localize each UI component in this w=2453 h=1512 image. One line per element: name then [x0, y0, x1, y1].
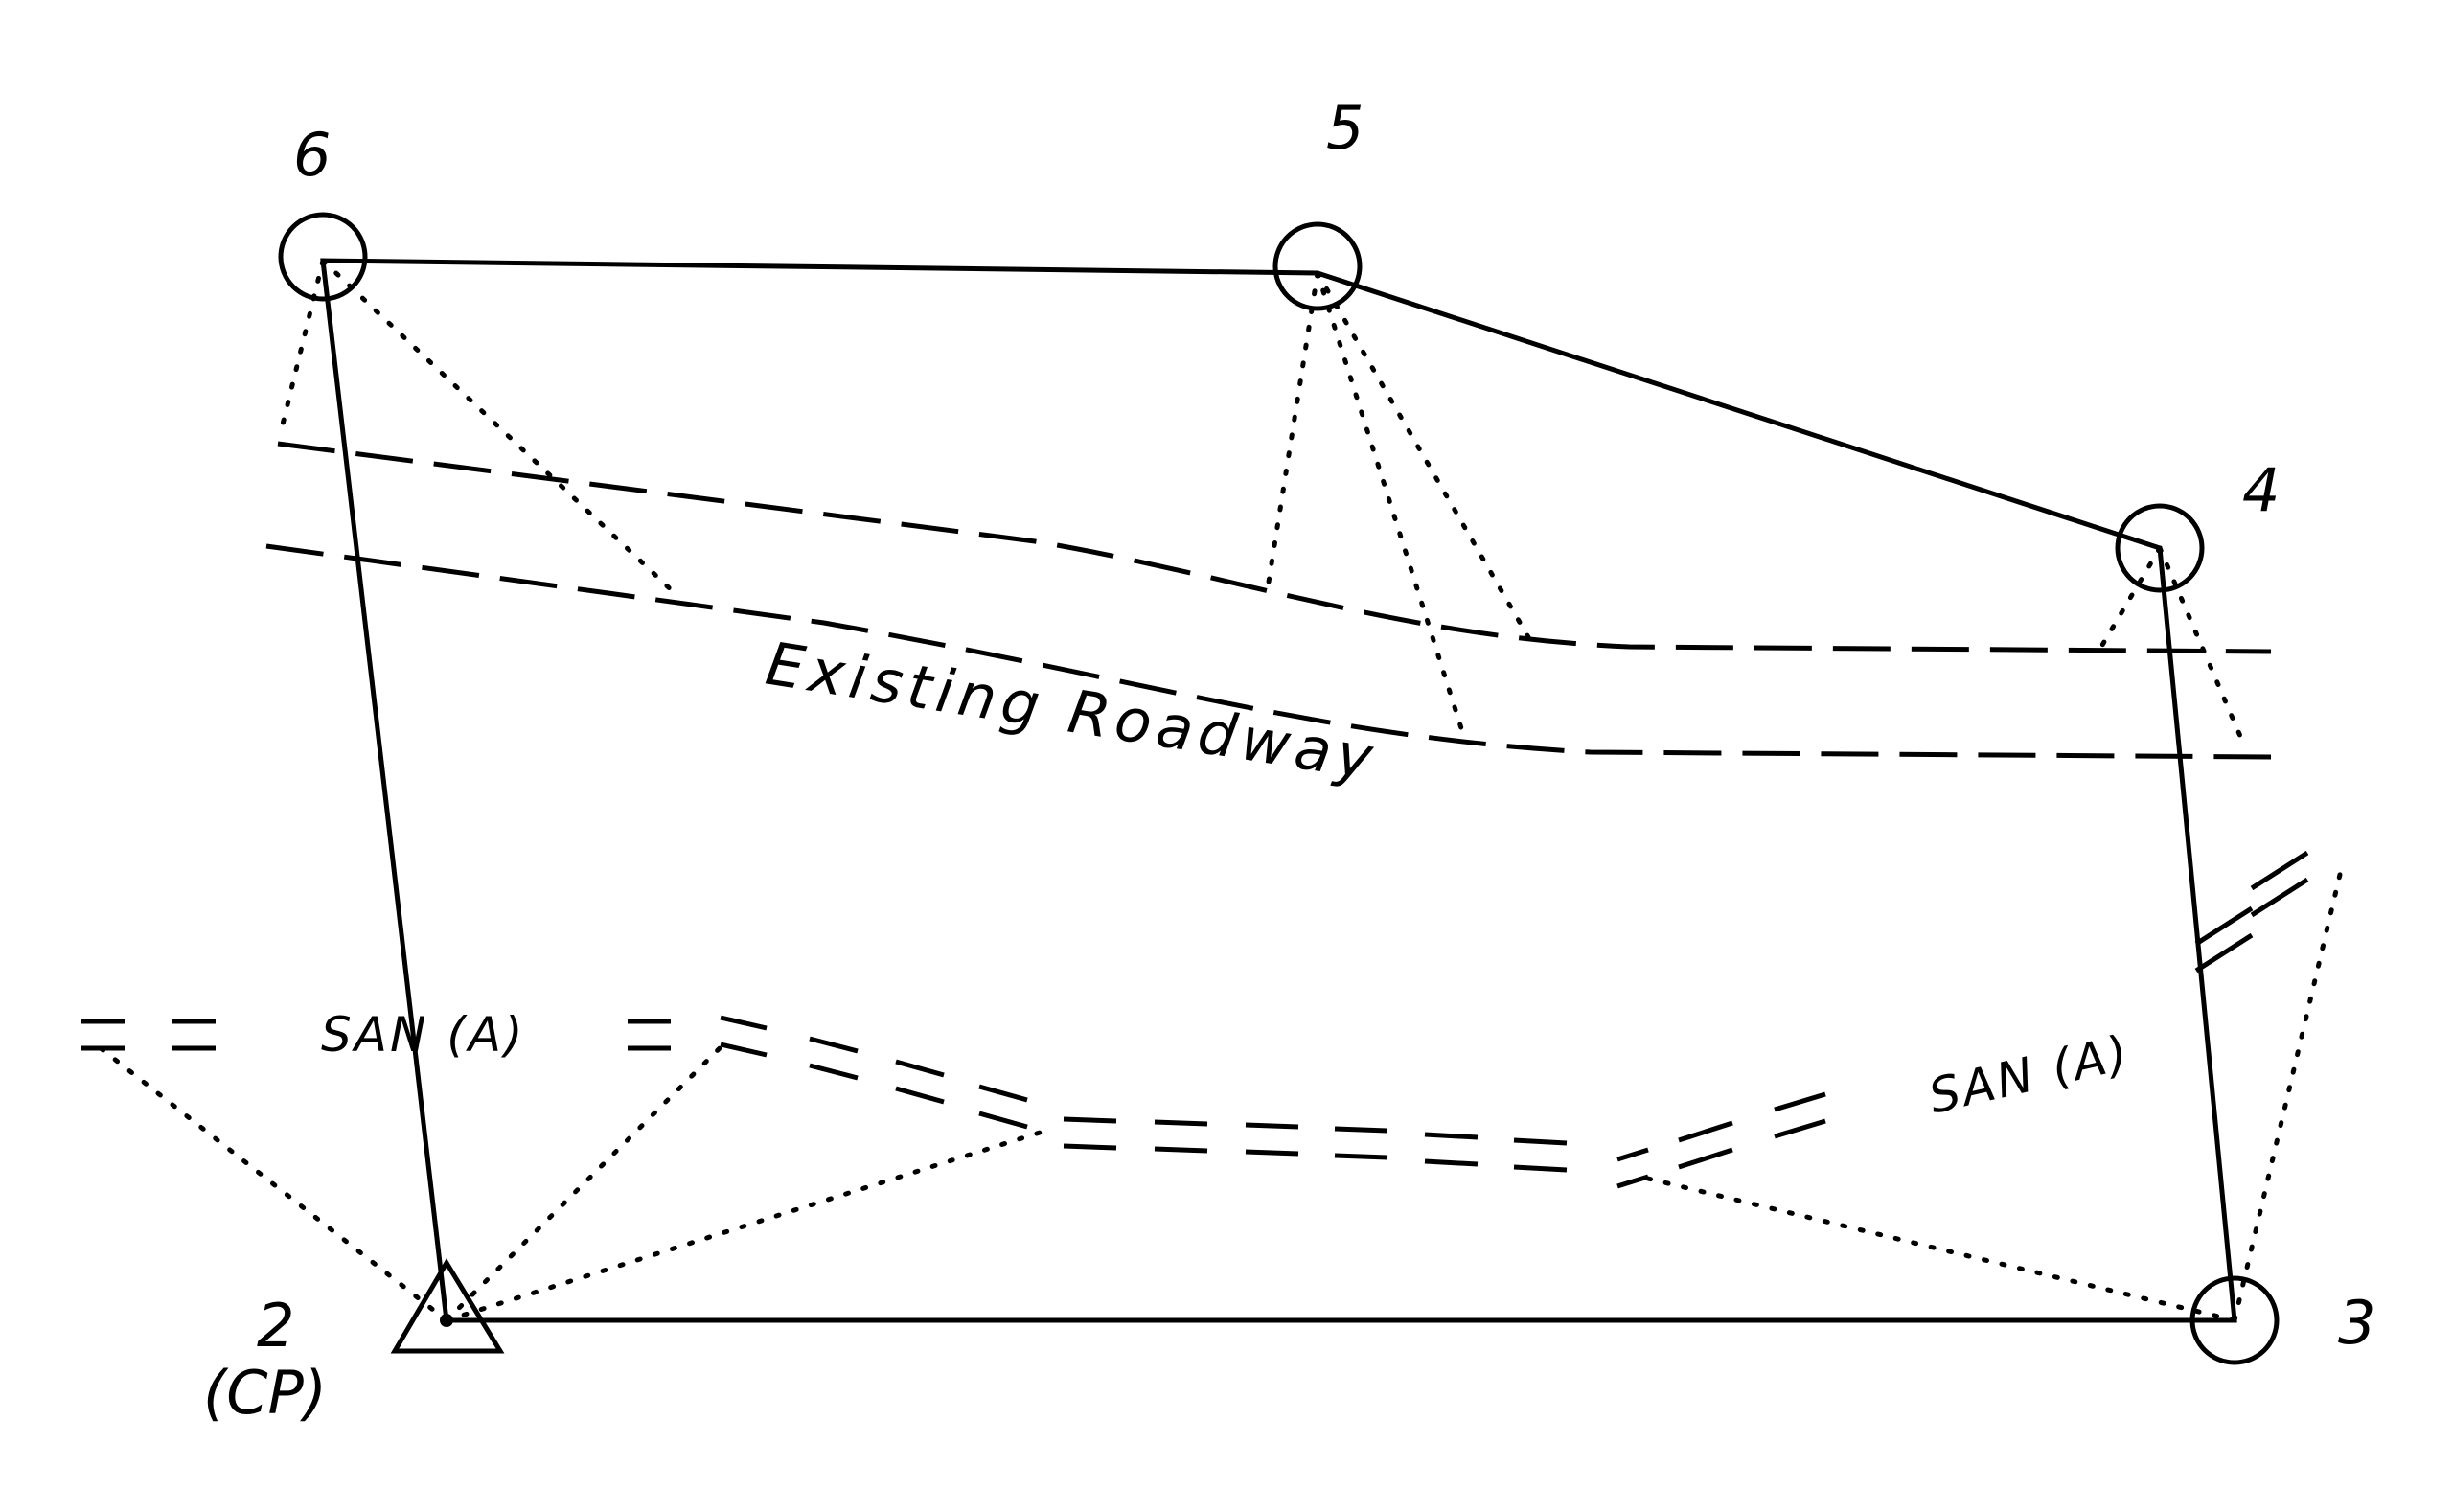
point-2-subtitle-label: (CP) [203, 1358, 327, 1428]
roadway-label: Existing Roadway [762, 629, 1384, 794]
san-dash [2250, 850, 2309, 891]
existing-roadway [265, 441, 2272, 760]
san-dash [1154, 1146, 1208, 1154]
station-6-circle-icon [278, 212, 368, 302]
point-5-label: 5 [1326, 93, 1364, 163]
point-6-label: 6 [293, 120, 331, 190]
sight-line [444, 1042, 726, 1323]
san-dash [978, 1084, 1028, 1103]
san-dash [2194, 932, 2254, 974]
san-dash [1513, 1164, 1568, 1173]
san-dash [1774, 1118, 1826, 1139]
roadway-edge-south [265, 543, 2272, 760]
sight-lines [93, 258, 2346, 1323]
san-dash [1245, 1149, 1299, 1157]
station-markers [278, 212, 2280, 1365]
station-3-circle-icon [2189, 1275, 2280, 1365]
san-dash [1334, 1153, 1388, 1160]
san-dash [2250, 877, 2309, 918]
san-dash [895, 1059, 945, 1078]
sanitary-line [81, 850, 2309, 1189]
san-dash [1245, 1122, 1299, 1130]
san-right-label: SAN (A) [1924, 1024, 2136, 1125]
traverse-boundary [320, 258, 2237, 1323]
point-2-label: 2 [257, 1291, 294, 1361]
sight-line [320, 258, 678, 597]
sight-line [444, 1130, 1043, 1323]
labels: 6 5 4 3 2 (CP) Existing Roadway SAN (A) … [203, 93, 2375, 1428]
point-4-label: 4 [2242, 455, 2280, 525]
san-dash [978, 1111, 1028, 1130]
san-dash [1424, 1132, 1479, 1140]
station-5-circle-icon [1272, 221, 1363, 311]
sight-line [2232, 859, 2346, 1323]
sight-line [1645, 1176, 2237, 1323]
san-dash [1063, 1143, 1117, 1151]
san-dash [1154, 1119, 1208, 1127]
san-dash [720, 1015, 768, 1031]
roadway-edge-north [277, 441, 2272, 654]
san-dash [1063, 1116, 1117, 1124]
point-3-label: 3 [2338, 1288, 2375, 1358]
san-dash [1678, 1120, 1733, 1143]
control-point-triangle-icon [390, 1258, 505, 1354]
sight-line [2157, 545, 2248, 750]
san-dash [895, 1086, 945, 1105]
sight-line [1315, 270, 1531, 640]
sight-line [2096, 545, 2163, 654]
san-dash [809, 1063, 859, 1081]
san-dash [1513, 1137, 1568, 1146]
control-point-dot-icon [440, 1314, 453, 1327]
san-dash [1334, 1126, 1388, 1134]
san-dash [1678, 1147, 1733, 1170]
sight-line [1315, 270, 1464, 731]
sight-line [93, 1042, 449, 1323]
san-dash [1616, 1147, 1649, 1162]
san-dash [2194, 905, 2254, 947]
san-dash [1616, 1174, 1649, 1189]
san-left-label: SAN (A) [321, 1007, 525, 1063]
san-dash [1424, 1158, 1479, 1167]
san-dash [809, 1036, 859, 1054]
station-4-circle-icon [2115, 503, 2205, 593]
sight-line [1264, 270, 1320, 597]
sight-line [277, 258, 326, 439]
san-dash [1774, 1091, 1826, 1112]
san-dash [720, 1042, 768, 1058]
